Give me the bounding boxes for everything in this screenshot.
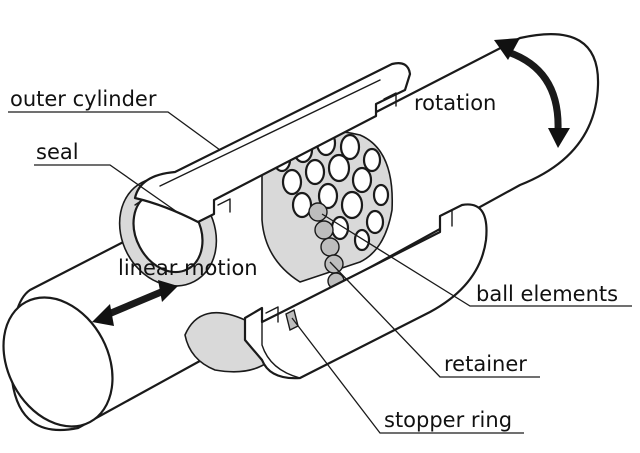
leader-retainer <box>329 261 540 378</box>
label-retainer: retainer <box>444 352 527 376</box>
outer-cylinder-upper <box>133 62 412 224</box>
leader-stopper-ring <box>291 317 524 434</box>
label-rotation: rotation <box>414 91 496 115</box>
ball-elements <box>308 202 345 290</box>
linear-motion-arrow <box>92 280 178 326</box>
label-seal: seal <box>36 140 79 164</box>
rotation-arrow <box>494 38 570 148</box>
lower-housing-ring <box>184 311 281 373</box>
label-outer-cylinder: outer cylinder <box>10 87 157 111</box>
label-ball-elements: ball elements <box>476 282 618 306</box>
leader-lines <box>8 111 632 434</box>
label-linear-motion: linear motion <box>118 256 258 280</box>
label-stopper-ring: stopper ring <box>384 408 512 432</box>
leader-ball-elements <box>321 213 632 307</box>
leader-outer-cylinder <box>8 111 221 151</box>
leader-seal <box>34 164 181 215</box>
shaft-end-face <box>2 296 114 428</box>
